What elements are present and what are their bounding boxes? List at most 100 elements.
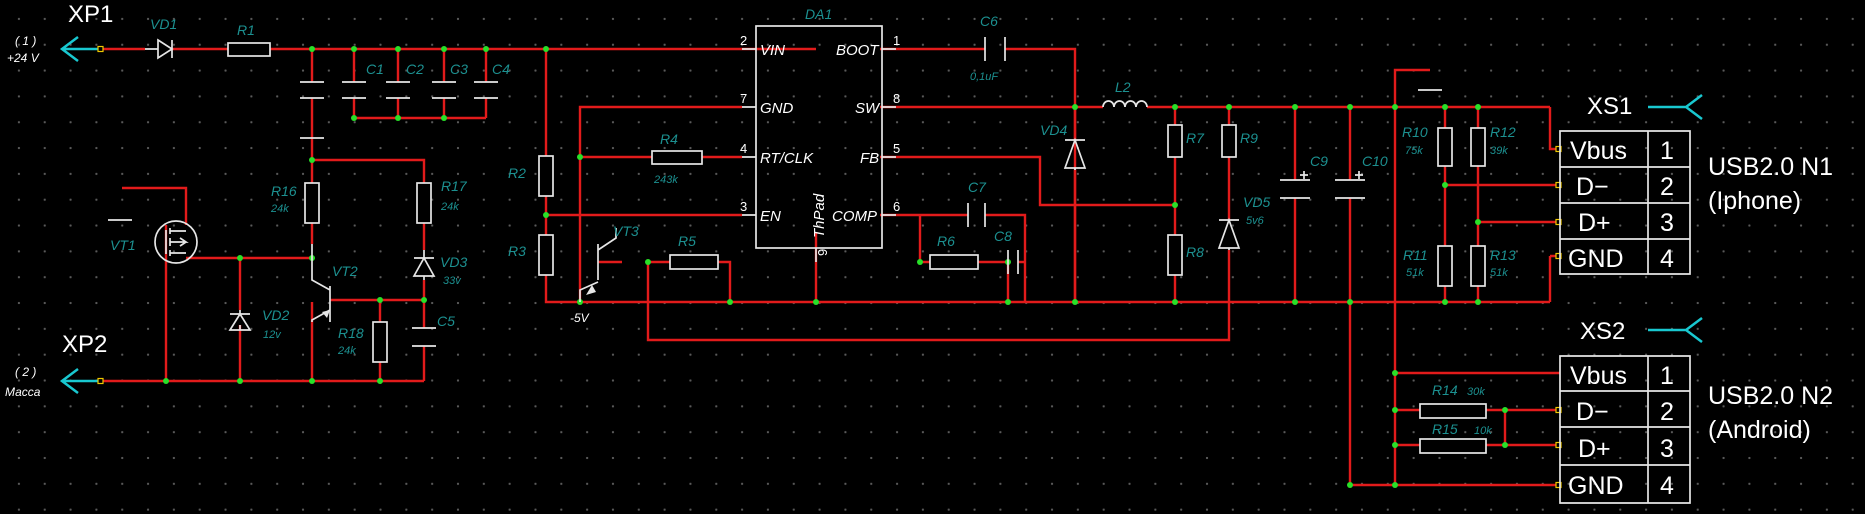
component-label: C7 <box>968 179 987 195</box>
bjt-vt2: VT2 <box>311 244 358 322</box>
connector-xp2: XP2 ( 2 ) Масса <box>5 331 107 399</box>
component-label: 10k <box>1474 425 1492 437</box>
component-label: VD4 <box>1040 122 1067 138</box>
resistor-r10: R10 75k <box>1402 124 1453 167</box>
component-label: C3 <box>450 61 468 77</box>
resistor-r7: R7 <box>1167 124 1205 158</box>
resistor-r4: R4 243k <box>651 131 703 186</box>
component-label: VD3 <box>440 254 467 270</box>
component-label: R12 <box>1490 124 1516 140</box>
component-label: 12v <box>263 329 282 341</box>
component-label: R10 <box>1402 124 1428 140</box>
component-label: 1 <box>1660 137 1674 165</box>
zener-vd5: VD5 5v6 <box>1217 194 1270 250</box>
component-label: VD1 <box>150 16 177 32</box>
resistor-r16: R16 24k <box>270 182 320 224</box>
component-label: COMP <box>832 208 877 225</box>
component-label: D+ <box>1578 435 1611 463</box>
component-label: C9 <box>1310 153 1328 169</box>
component-label: 30k <box>1467 386 1485 398</box>
xp2-pin: ( 2 ) <box>15 365 36 379</box>
component-label: R18 <box>338 325 364 341</box>
component-label: 1 <box>893 33 900 48</box>
resistor-r2: R2 <box>508 155 554 197</box>
usb-connector-xs2: Vbus D− D+ GND 1 2 3 4 XS2 USB2.0 N2 (An… <box>1555 317 1833 504</box>
component-label: 1 <box>1660 362 1674 390</box>
neg5-label: -5V <box>570 311 590 325</box>
component-label: R13 <box>1490 247 1516 263</box>
component-label: C5 <box>437 313 455 329</box>
component-label: 24k <box>270 203 289 215</box>
zener-vd3: VD3 33v <box>412 250 467 287</box>
xs2-title: USB2.0 N2 <box>1708 382 1833 410</box>
mosfet-vt1: VT1 <box>110 220 198 264</box>
resistor-r15: R15 10k <box>1419 421 1492 454</box>
resistor-r1: R1 <box>227 22 271 57</box>
component-label: 6 <box>893 199 900 214</box>
component-label: R4 <box>660 131 678 147</box>
component-label: 4 <box>1660 245 1674 273</box>
connector-xp1: XP1 ( 1 ) +24 V <box>7 1 113 65</box>
component-label: 2 <box>1660 173 1674 201</box>
resistor-r3: R3 <box>508 234 554 276</box>
component-label: R15 <box>1432 421 1458 437</box>
component-label: 243k <box>653 174 678 186</box>
component-label: GND <box>1568 245 1624 273</box>
component-label: Vbus <box>1570 362 1627 390</box>
component-label: 51k <box>1490 267 1508 279</box>
xp1-pin: ( 1 ) <box>15 34 36 48</box>
xs1-title: USB2.0 N1 <box>1708 153 1833 181</box>
component-label: BOOT <box>836 42 880 59</box>
component-label: 3 <box>740 199 747 214</box>
component-label: R5 <box>678 233 696 249</box>
component-label: R14 <box>1432 382 1458 398</box>
component-label: C6 <box>980 13 998 29</box>
component-label: 4 <box>740 141 747 156</box>
component-label: GND <box>1568 472 1624 500</box>
component-label: 4 <box>1660 472 1674 500</box>
capacitor-c6: C6 0,1uF <box>970 13 1006 83</box>
input-capacitors: C1 C2 C3 C4 <box>300 61 510 99</box>
component-label: GND <box>760 100 794 117</box>
component-label: R17 <box>441 178 468 194</box>
capacitor-c7: C7 <box>967 179 987 227</box>
component-label: Vbus <box>1570 137 1627 165</box>
component-label: 7 <box>740 91 747 106</box>
capacitor-c10: C10 <box>1335 153 1388 199</box>
resistor-r8: R8 <box>1167 234 1204 276</box>
component-label: C2 <box>406 61 424 77</box>
component-label: 2 <box>1660 398 1674 426</box>
bjt-vt3: VT3 -5V <box>570 223 639 325</box>
component-label: 24k <box>337 345 356 357</box>
capacitor-c5: C5 <box>412 313 455 347</box>
ic-pad-name: ThPad <box>811 193 828 238</box>
component-label: 5 <box>893 141 900 156</box>
diode-vd4: VD4 <box>1040 122 1087 170</box>
component-label: L2 <box>1115 79 1131 95</box>
xs1-subtitle: (Iphone) <box>1708 187 1801 215</box>
component-label: VIN <box>760 42 785 59</box>
xp2-label: Масса <box>5 385 41 399</box>
component-label: 8 <box>893 91 900 106</box>
resistor-r13: R13 51k <box>1470 245 1516 287</box>
component-label: C10 <box>1362 153 1388 169</box>
component-label: SW <box>855 100 881 117</box>
ic-name: DA1 <box>805 6 832 22</box>
component-label: 3 <box>1660 209 1674 237</box>
component-label: VT3 <box>613 223 639 239</box>
component-label: R7 <box>1186 130 1205 146</box>
resistor-r18: R18 24k <box>337 321 388 363</box>
xs2-name: XS2 <box>1580 318 1625 345</box>
component-label: R8 <box>1186 244 1204 260</box>
resistor-r11: R11 51k <box>1403 245 1453 287</box>
component-label: R3 <box>508 243 526 259</box>
ic-da1: DA1 VIN GND RT/CLK EN 2 7 4 3 BOOT SW FB… <box>740 6 900 262</box>
wires <box>102 47 1560 487</box>
component-label: 0,1uF <box>970 71 999 83</box>
resistor-r14: R14 30k <box>1419 382 1487 419</box>
component-label: 75k <box>1405 145 1423 157</box>
component-label: VD2 <box>262 307 289 323</box>
xp2-name: XP2 <box>62 331 107 358</box>
inductor-l2: L2 <box>1102 79 1148 108</box>
